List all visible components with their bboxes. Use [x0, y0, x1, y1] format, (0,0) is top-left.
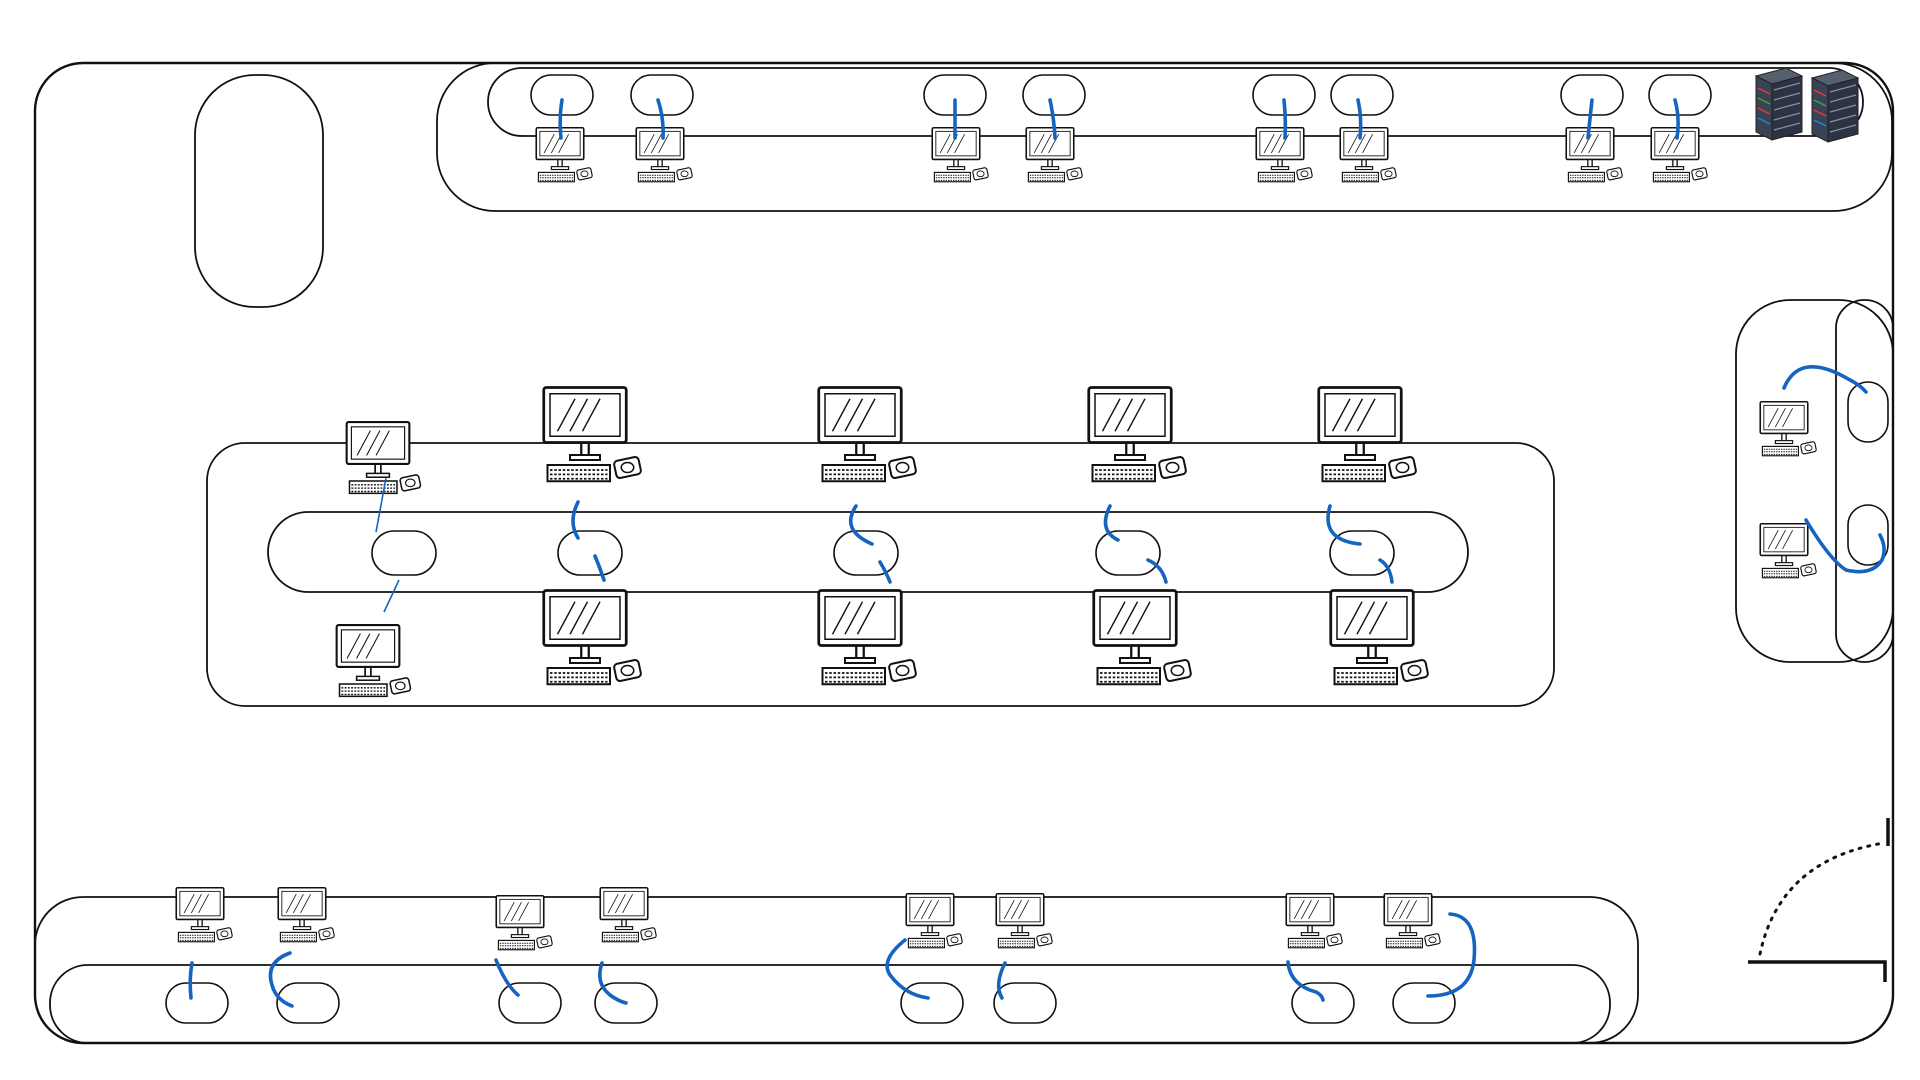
desk-outline [436, 62, 1893, 212]
network-cable [1673, 98, 1680, 140]
network-outlet [993, 982, 1057, 1024]
network-cable [494, 958, 520, 997]
network-cable [656, 98, 665, 140]
workstation-icon [817, 386, 918, 483]
network-cables [188, 98, 1886, 1008]
network-outlet [1022, 74, 1086, 116]
workstation-icon [1565, 126, 1624, 183]
network-cable [1782, 365, 1868, 394]
network-cable [1048, 98, 1057, 140]
network-outlet [557, 530, 623, 576]
server-rack-icon [1811, 69, 1859, 143]
network-cable [885, 938, 930, 1000]
workstation-icon [335, 624, 413, 698]
network-outlet [276, 982, 340, 1024]
door-swing [1758, 841, 1886, 956]
workstation-icon [1383, 892, 1442, 949]
workstation-icon [495, 894, 554, 951]
network-outlet [498, 982, 562, 1024]
workstation-icon [995, 892, 1054, 949]
workstation-icon [345, 421, 423, 495]
network-cable [598, 961, 628, 1005]
workstation-icon [817, 589, 918, 686]
network-cable [1804, 518, 1886, 574]
cable-tray [487, 67, 1864, 137]
network-cable [1356, 98, 1363, 140]
network-cable [1586, 98, 1594, 140]
workstation-icon [905, 892, 964, 949]
network-outlet [1095, 530, 1161, 576]
right-wall-desk [1735, 299, 1894, 663]
network-outlet [1847, 381, 1889, 443]
cable-tray [49, 964, 1611, 1044]
workstation-icon [931, 126, 990, 183]
network-outlet [1291, 982, 1355, 1024]
workstation-icon [542, 589, 643, 686]
door-frame [1748, 818, 1890, 982]
workstation-icon [1092, 589, 1193, 686]
network-outlet [1392, 982, 1456, 1024]
network-cable [558, 98, 564, 140]
network-outlet [833, 530, 899, 576]
workstation-icon [1285, 892, 1344, 949]
network-cable [1426, 912, 1477, 998]
network-cable [1103, 504, 1168, 584]
network-cable [188, 961, 194, 1000]
top-desk-row [436, 62, 1893, 212]
workstation-icon [599, 886, 658, 943]
network-cable [375, 477, 400, 613]
pillar [194, 74, 324, 308]
workstation-icon [1650, 126, 1709, 183]
cable-tray [1835, 299, 1894, 663]
network-outlet [1648, 74, 1712, 116]
bottom-desk-row [34, 896, 1639, 1044]
network-cable [268, 951, 294, 1008]
workstation-icon [175, 886, 234, 943]
network-outlet [1330, 74, 1394, 116]
door [1748, 818, 1890, 982]
workstation-icon [1317, 386, 1418, 483]
network-cable [1286, 960, 1325, 1002]
workstation-icon [1759, 400, 1818, 457]
workstation-icon [1759, 522, 1818, 579]
desk-outline [1735, 299, 1894, 663]
network-outlet [165, 982, 229, 1024]
network-outlet [371, 530, 437, 576]
server-rack-icon [1755, 67, 1803, 141]
network-cable [996, 961, 1007, 1000]
workstation-icon [1087, 386, 1188, 483]
network-cable [1282, 98, 1288, 140]
network-cable [571, 500, 606, 582]
network-cable [848, 504, 892, 584]
workstation-icon [1329, 589, 1430, 686]
workstation-icon [542, 386, 643, 483]
network-outlet [1847, 504, 1889, 566]
workstation-icon [535, 126, 594, 183]
network-outlets [165, 74, 1889, 1024]
network-outlet [900, 982, 964, 1024]
workstation-icon [277, 886, 336, 943]
network-cable [1326, 504, 1394, 584]
workstation-icon [1339, 126, 1398, 183]
